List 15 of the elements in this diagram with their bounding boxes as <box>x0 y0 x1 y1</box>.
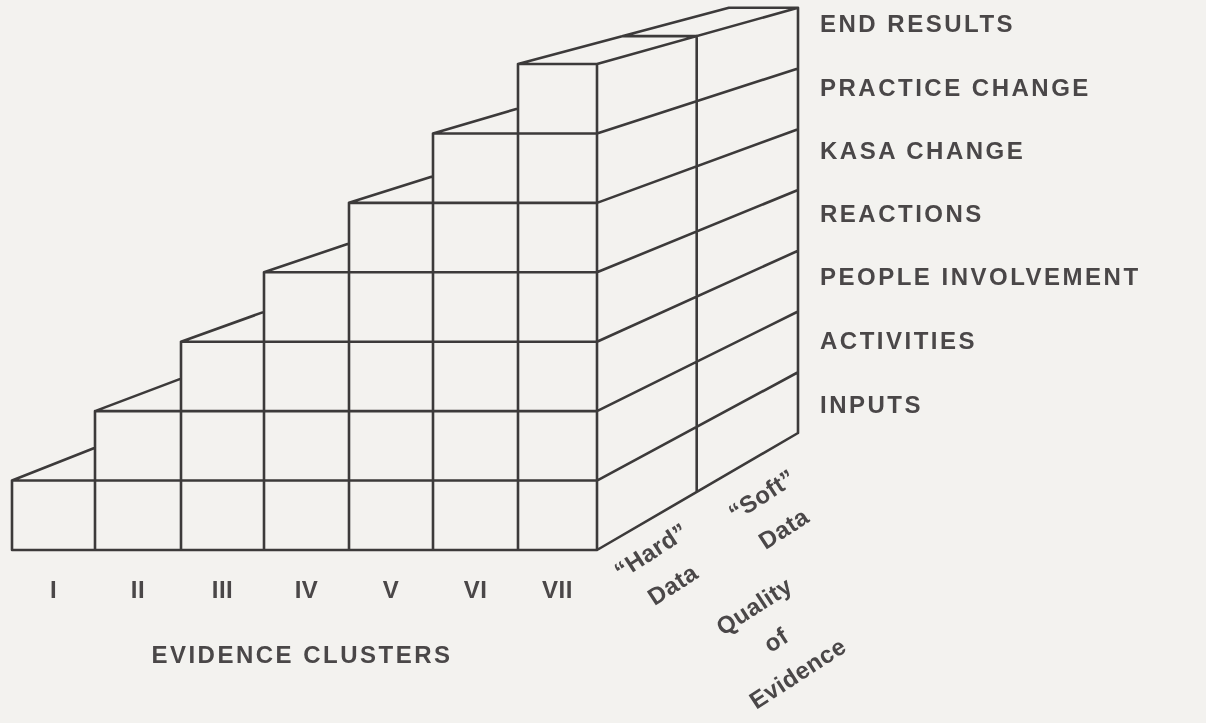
cluster-number: III <box>211 576 234 604</box>
level-label: PRACTICE CHANGE <box>820 74 1091 102</box>
cluster-number: II <box>130 576 146 604</box>
cluster-number: VI <box>463 576 488 604</box>
level-label: REACTIONS <box>820 200 984 228</box>
axis-title: EVIDENCE CLUSTERS <box>151 641 453 669</box>
cluster-number: V <box>382 576 400 604</box>
level-label: ACTIVITIES <box>820 327 977 355</box>
cluster-number: VII <box>542 576 573 604</box>
level-label: KASA CHANGE <box>820 137 1026 165</box>
level-label: END RESULTS <box>820 10 1016 38</box>
cluster-number: I <box>49 576 58 604</box>
level-label: INPUTS <box>820 391 923 419</box>
level-label: PEOPLE INVOLVEMENT <box>820 263 1141 291</box>
cluster-number: IV <box>294 576 319 604</box>
